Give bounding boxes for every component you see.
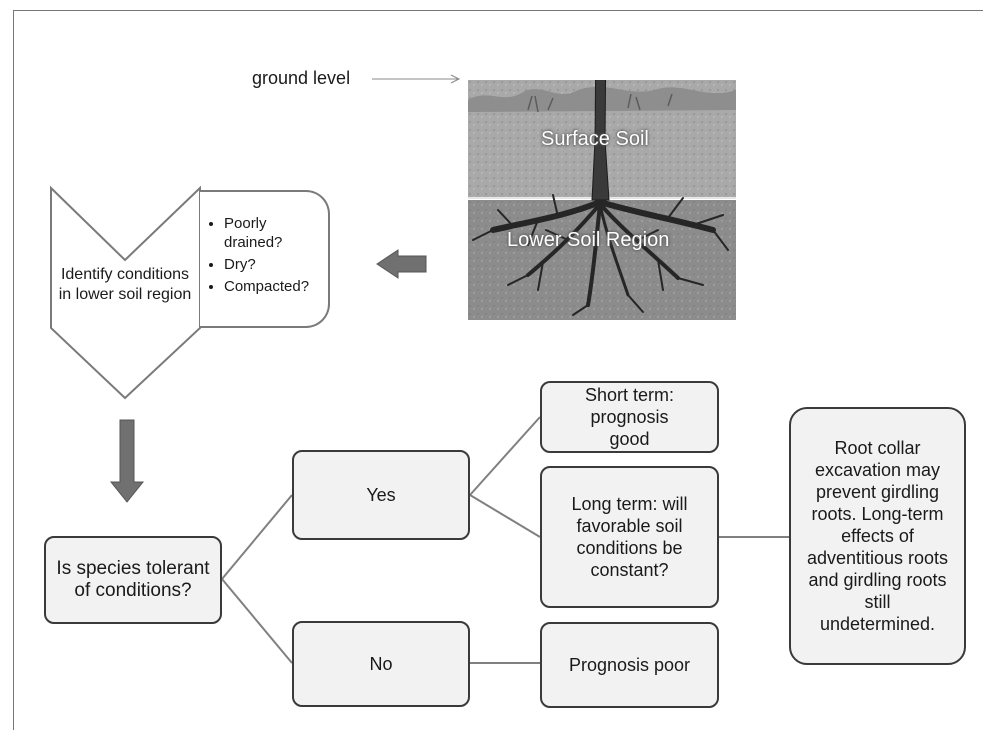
left-block-arrow bbox=[376, 249, 427, 279]
identify-chevron-shape bbox=[50, 185, 201, 400]
down-block-arrow bbox=[109, 419, 145, 503]
figure-frame bbox=[13, 10, 983, 730]
soil-profile-photo bbox=[468, 80, 736, 320]
long-term-box: Long term: will favorable soil condition… bbox=[540, 466, 719, 608]
connector-yes-short bbox=[469, 416, 541, 496]
condition-item: Compacted? bbox=[224, 277, 328, 296]
identify-conditions-text: Identify conditions in lower soil region bbox=[58, 266, 192, 303]
root-collar-box: Root collar excavation may prevent girdl… bbox=[789, 407, 966, 665]
connector-question-yes bbox=[221, 494, 293, 580]
connector-question-no bbox=[221, 578, 293, 664]
tree-trunk bbox=[591, 80, 610, 201]
conditions-list: Poorly drained? Dry? Compacted? bbox=[210, 214, 328, 296]
soil-profile-drawing bbox=[468, 80, 736, 320]
conditions-bullet-box: Poorly drained? Dry? Compacted? bbox=[200, 190, 330, 328]
ground-level-arrowhead bbox=[450, 74, 461, 84]
tree-roots bbox=[472, 194, 729, 316]
surface-soil-label: Surface Soil bbox=[541, 128, 649, 150]
prognosis-poor-box: Prognosis poor bbox=[540, 622, 719, 708]
condition-item: Dry? bbox=[224, 255, 328, 274]
connector-yes-long bbox=[469, 494, 541, 538]
lower-soil-label: Lower Soil Region bbox=[507, 229, 670, 251]
condition-item: Poorly drained? bbox=[224, 214, 328, 252]
ground-level-label: ground level bbox=[252, 68, 351, 88]
no-box: No bbox=[292, 621, 470, 707]
short-term-box: Short term: prognosis good bbox=[540, 381, 719, 453]
yes-box: Yes bbox=[292, 450, 470, 540]
species-tolerant-question-box: Is species tolerant of conditions? bbox=[44, 536, 222, 624]
